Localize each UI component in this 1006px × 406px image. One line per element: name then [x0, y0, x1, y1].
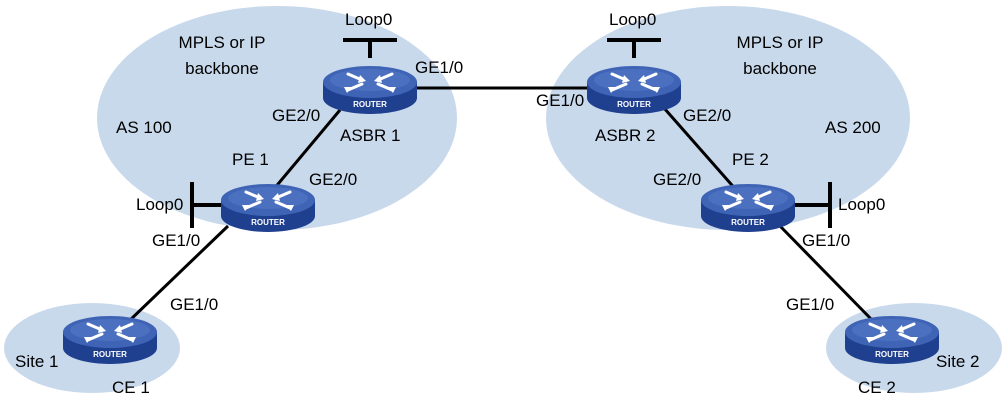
asbr1-router-icon: ROUTER	[321, 64, 419, 116]
ce1-ge1-label: GE1/0	[170, 295, 218, 314]
pe1-loopback-stub	[190, 182, 222, 228]
as100-label: AS 100	[116, 118, 172, 137]
asbr2-ge1-label: GE1/0	[536, 91, 584, 110]
pe2-loopback-stub	[793, 182, 832, 228]
svg-text:ROUTER: ROUTER	[617, 100, 651, 109]
pe1-ge2-label: GE2/0	[309, 170, 357, 189]
pe1-ge1-label: GE1/0	[152, 231, 200, 250]
svg-text:ROUTER: ROUTER	[731, 218, 765, 227]
asbr1-loop-label: Loop0	[345, 10, 392, 29]
as100-cloud	[97, 6, 457, 230]
asbr1-name: ASBR 1	[340, 126, 400, 145]
link-pe1-asbr1	[266, 109, 342, 197]
ce2-name: CE 2	[858, 378, 896, 397]
pe2-ge1-label: GE1/0	[802, 231, 850, 250]
pe2-name: PE 2	[732, 150, 769, 169]
site2-label: Site 2	[936, 352, 979, 371]
asbr2-loopback-stub	[607, 38, 661, 58]
ce1-name: CE 1	[112, 378, 150, 397]
pe2-ge2-label: GE2/0	[653, 170, 701, 189]
asbr2-ge2-label: GE2/0	[683, 106, 731, 125]
asbr1-loopback-stub	[343, 38, 397, 58]
pe2-router-icon: ROUTER	[699, 182, 797, 234]
pe1-router-icon: ROUTER	[219, 182, 317, 234]
link-pe2-ce2	[778, 224, 876, 324]
asbr1-ge2-label: GE2/0	[272, 106, 320, 125]
site1-label: Site 1	[15, 352, 58, 371]
svg-text:ROUTER: ROUTER	[353, 100, 387, 109]
asbr2-name: ASBR 2	[595, 126, 655, 145]
pe1-name: PE 1	[232, 150, 269, 169]
pe2-loop-label: Loop0	[838, 195, 885, 214]
asbr2-router-icon: ROUTER	[585, 64, 683, 116]
as100-backbone-line2: backbone	[185, 59, 259, 78]
svg-text:ROUTER: ROUTER	[251, 218, 285, 227]
asbr2-loop-label: Loop0	[609, 10, 656, 29]
link-asbr2-pe2	[662, 107, 740, 193]
as100-backbone-line1: MPLS or IP	[179, 33, 266, 52]
link-pe1-ce1	[126, 224, 230, 324]
ce2-router-icon: ROUTER	[843, 314, 941, 366]
as200-cloud	[546, 6, 910, 230]
pe1-loop-label: Loop0	[136, 195, 183, 214]
as200-backbone-line2: backbone	[743, 59, 817, 78]
svg-text:ROUTER: ROUTER	[875, 350, 909, 359]
asbr1-ge1-label: GE1/0	[415, 58, 463, 77]
ce2-ge1-label: GE1/0	[786, 295, 834, 314]
ce1-router-icon: ROUTER	[61, 314, 159, 366]
as200-backbone-line1: MPLS or IP	[737, 33, 824, 52]
as200-label: AS 200	[825, 118, 881, 137]
svg-text:ROUTER: ROUTER	[93, 350, 127, 359]
